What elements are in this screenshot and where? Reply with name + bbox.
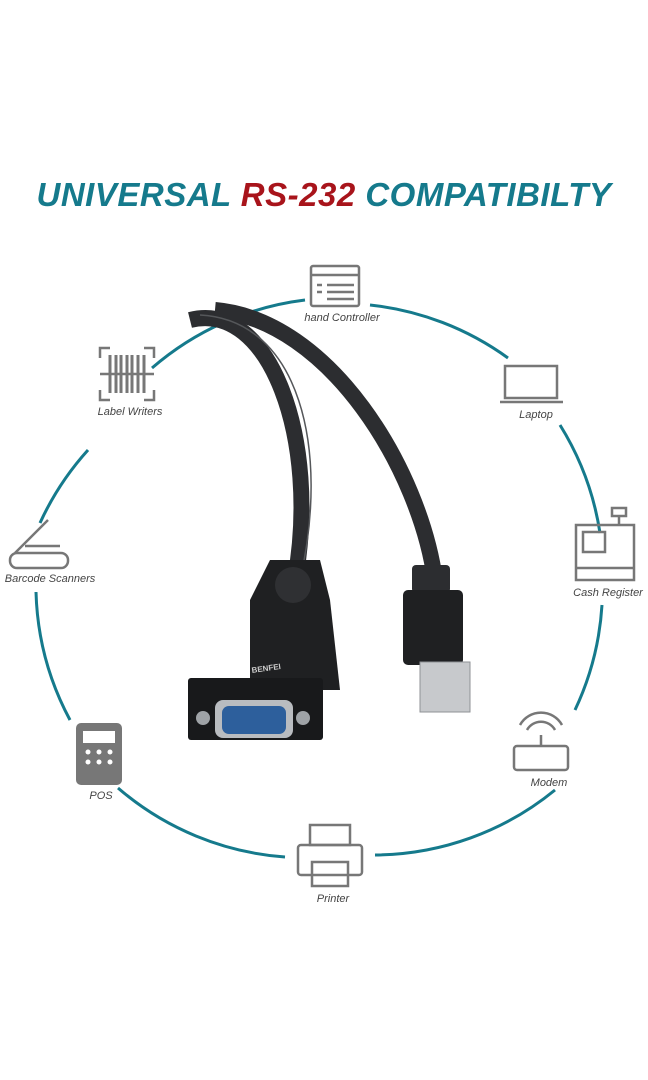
device-label: Laptop <box>519 409 553 421</box>
usb-serial-cable: BENFEI <box>188 302 471 740</box>
window-list-icon <box>309 264 361 308</box>
device-label: Modem <box>530 777 568 789</box>
device-label: hand Controller <box>304 312 380 324</box>
db9-pins <box>222 706 286 734</box>
headline-part: COMPATIBILTY <box>365 176 612 213</box>
headline: UNIVERSAL RS-232 COMPATIBILTY <box>0 176 648 214</box>
brand-logo: BENFEI <box>251 662 281 675</box>
cash-register-icon <box>574 506 636 582</box>
device-label: Printer <box>316 893 350 905</box>
scanner-icon <box>8 519 70 570</box>
db9-connector-hood <box>250 560 340 690</box>
device-label: Cash Register <box>573 587 643 599</box>
device-label: Label Writers <box>97 406 163 418</box>
device-label: Barcode Scanners <box>4 573 96 585</box>
headline-highlight: RS-232 <box>240 176 356 213</box>
laptop-icon <box>500 364 563 404</box>
device-label: POS <box>89 790 113 802</box>
barcode-icon <box>98 346 156 402</box>
printer-icon <box>296 823 364 888</box>
headline-part: UNIVERSAL <box>36 176 232 213</box>
usb-plug <box>403 590 463 665</box>
pos-terminal-icon <box>76 723 122 785</box>
router-icon <box>512 711 570 772</box>
